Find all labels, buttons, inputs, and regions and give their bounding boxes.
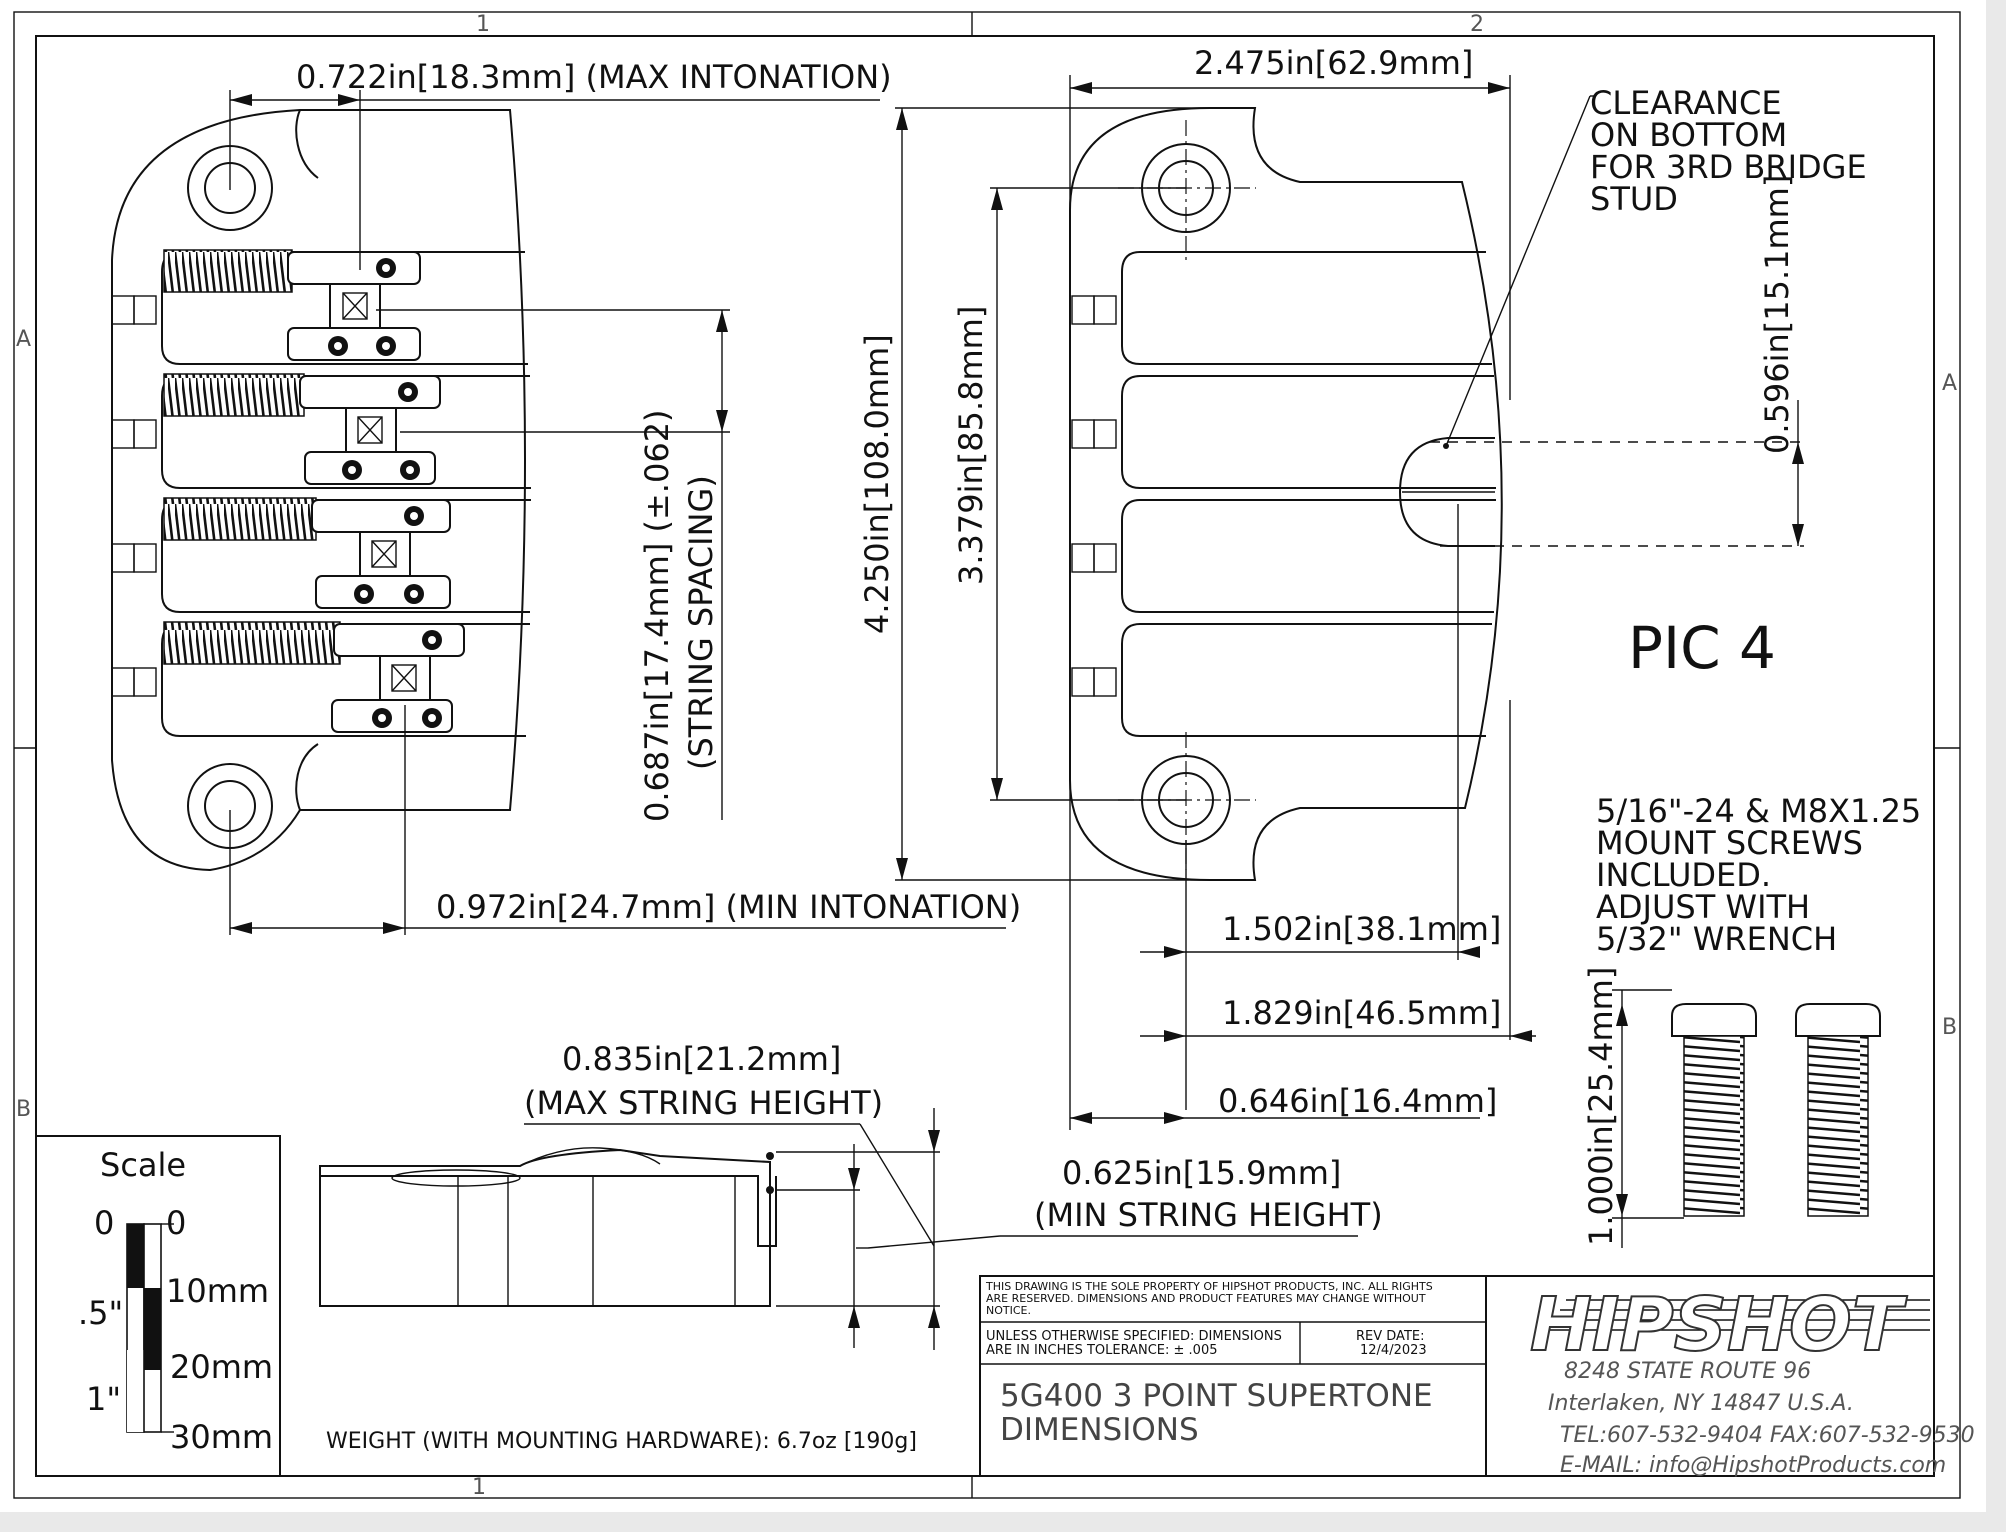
bridge-top-view-left: 0.722in[18.3mm] (MAX INTONATION) 0.972in… <box>111 58 1021 935</box>
dim-0646: 0.646in[16.4mm] <box>1218 1082 1497 1120</box>
mount-screws: 1.000in[25.4mm] <box>1582 967 1881 1248</box>
address-line-3: TEL:607-532-9404 FAX:607-532-9530 <box>1560 1423 1975 1448</box>
dim-min-intonation: 0.972in[24.7mm] (MIN INTONATION) <box>436 888 1021 926</box>
dim-max-string-height: (MAX STRING HEIGHT) <box>524 1084 883 1122</box>
screw-note-line-2: MOUNT SCREWS <box>1596 824 1863 862</box>
clearance-line-4: STUD <box>1590 180 1678 218</box>
screw-note-line-5: 5/32" WRENCH <box>1596 920 1837 958</box>
drawing-sheet: 1 2 A B A B 1 <box>0 0 1986 1512</box>
dim-clearance-width: 0.596in[15.1mm] <box>1758 175 1796 454</box>
base-channels <box>1071 251 1496 737</box>
bridge-side-view: 0.835in[21.2mm] (MAX STRING HEIGHT) <box>319 1040 940 1350</box>
address-line-4: E-MAIL: info@HipshotProducts.com <box>1560 1453 1946 1478</box>
dim-1502: 1.502in[38.1mm] <box>1222 910 1501 948</box>
zone-bottom-1: 1 <box>472 1475 486 1500</box>
dim-overall-height: 4.250in[108.0mm] <box>858 334 896 634</box>
pic-label: PIC 4 <box>1628 614 1776 682</box>
drawing-title-2: DIMENSIONS <box>1000 1412 1199 1448</box>
rev-date: 12/4/2023 <box>1360 1343 1427 1358</box>
zone-top-1: 1 <box>476 12 490 37</box>
screw-note: 5/16"-24 & M8X1.25 MOUNT SCREWS INCLUDED… <box>1596 792 1921 958</box>
logo-text: HIPSHOT <box>1530 1282 1908 1368</box>
tolerance-2: ARE IN INCHES TOLERANCE: ± .005 <box>986 1343 1218 1358</box>
scale-block: Scale 0 .5" 1" 0 10mm 20mm 30mm <box>35 1135 281 1477</box>
scale-mm-20: 20mm <box>170 1348 273 1386</box>
zone-left-a: A <box>16 327 31 352</box>
clearance-line-1: CLEARANCE <box>1590 84 1782 122</box>
rev-label: REV DATE: <box>1356 1329 1424 1344</box>
title-block: THIS DRAWING IS THE SOLE PROPERTY OF HIP… <box>979 1275 1975 1478</box>
property-notice-1: THIS DRAWING IS THE SOLE PROPERTY OF HIP… <box>985 1280 1433 1293</box>
scale-inch-0: 0 <box>94 1204 114 1242</box>
technical-drawing: 1 2 A B A B 1 <box>13 11 1975 1500</box>
clearance-note: CLEARANCE ON BOTTOM FOR 3RD BRIDGE STUD … <box>1590 84 1867 454</box>
hipshot-logo: HIPSHOT <box>1529 1281 1930 1369</box>
address-line-1: 8248 STATE ROUTE 96 <box>1564 1359 1811 1384</box>
dim-mount-spacing: 3.379in[85.8mm] <box>952 306 990 585</box>
tolerance-1: UNLESS OTHERWISE SPECIFIED: DIMENSIONS <box>986 1329 1282 1344</box>
saddle-1 <box>163 249 421 361</box>
screw-note-line-3: INCLUDED. <box>1596 856 1771 894</box>
scale-inch-1: 1" <box>86 1380 121 1418</box>
scale-mm-30: 30mm <box>170 1418 273 1456</box>
property-notice-2: ARE RESERVED. DIMENSIONS AND PRODUCT FEA… <box>986 1292 1426 1305</box>
dim-0625: 0.625in[15.9mm] <box>1062 1154 1341 1192</box>
screw-note-line-4: ADJUST WITH <box>1596 888 1810 926</box>
dim-max-intonation: 0.722in[18.3mm] (MAX INTONATION) <box>296 58 892 96</box>
weight-note: WEIGHT (WITH MOUNTING HARDWARE): 6.7oz [… <box>326 1429 917 1454</box>
scale-inch-half: .5" <box>78 1294 123 1332</box>
dim-string-spacing-label: (STRING SPACING) <box>682 475 720 770</box>
zone-right-b: B <box>1942 1015 1957 1040</box>
clearance-line-3: FOR 3RD BRIDGE <box>1590 148 1867 186</box>
scale-mm-10: 10mm <box>166 1272 269 1310</box>
dim-screw-length: 1.000in[25.4mm] <box>1582 967 1620 1246</box>
property-notice-3: NOTICE. <box>986 1304 1031 1317</box>
scale-title: Scale <box>100 1146 186 1184</box>
zone-top-2: 2 <box>1470 12 1484 37</box>
dim-1829: 1.829in[46.5mm] <box>1222 994 1501 1032</box>
saddle-4 <box>163 621 465 733</box>
dim-overall-width: 2.475in[62.9mm] <box>1194 44 1473 82</box>
zone-left-b: B <box>16 1097 31 1122</box>
scale-mm-0: 0 <box>166 1204 186 1242</box>
saddle-2 <box>163 373 441 485</box>
dim-0835: 0.835in[21.2mm] <box>562 1040 841 1078</box>
bridge-base-view-right: 2.475in[62.9mm] 4.250in[108.0mm] 3.379in… <box>858 44 1804 1249</box>
drawing-title-1: 5G400 3 POINT SUPERTONE <box>1000 1378 1433 1414</box>
address-line-2: Interlaken, NY 14847 U.S.A. <box>1548 1391 1854 1416</box>
saddle-3 <box>163 497 451 609</box>
dim-string-spacing: 0.687in[17.4mm] (±.062) <box>638 409 676 822</box>
clearance-line-2: ON BOTTOM <box>1590 116 1787 154</box>
screw-note-line-1: 5/16"-24 & M8X1.25 <box>1596 792 1921 830</box>
dim-min-string-height: (MIN STRING HEIGHT) <box>1034 1196 1383 1234</box>
zone-right-a: A <box>1942 371 1957 396</box>
